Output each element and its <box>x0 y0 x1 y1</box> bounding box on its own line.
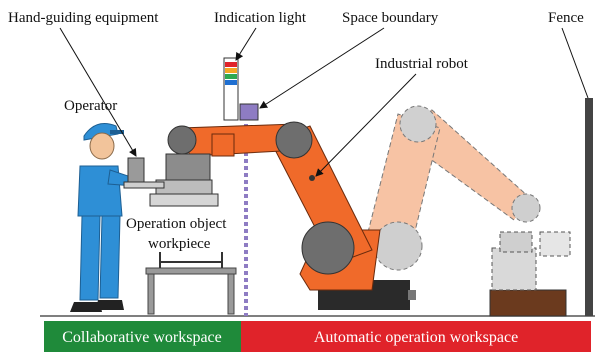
joint-wrist <box>167 125 197 155</box>
label-operation-object-line1: Operation object <box>126 216 227 232</box>
arrow-indication-light <box>235 27 257 61</box>
zone-collaborative <box>44 321 241 352</box>
zone-collaborative-label: Collaborative workspace <box>62 329 222 346</box>
label-hand-guiding: Hand-guiding equipment <box>8 10 159 26</box>
label-fence: Fence <box>548 10 584 26</box>
joint-shoulder <box>301 221 355 275</box>
zone-automatic-label: Automatic operation workspace <box>314 329 518 346</box>
arrow-hand-guiding <box>59 27 137 157</box>
label-space-boundary: Space boundary <box>342 10 439 26</box>
light-blue <box>225 80 237 85</box>
fence <box>585 98 593 316</box>
indication-light <box>223 57 239 121</box>
zone-automatic <box>241 321 591 352</box>
work-table <box>145 252 237 315</box>
space-boundary <box>239 103 259 316</box>
hand-guiding-equipment <box>123 157 165 189</box>
arrow-fence <box>561 27 589 99</box>
operator <box>70 123 135 312</box>
light-green <box>225 74 237 79</box>
label-industrial-robot: Industrial robot <box>375 56 469 72</box>
robot-ghost <box>363 105 571 317</box>
leader-arrows <box>59 27 589 177</box>
label-indication-light: Indication light <box>214 10 307 26</box>
light-orange <box>225 68 237 73</box>
label-operation-object-line2: workpiece <box>148 236 211 252</box>
arrow-space-boundary <box>259 27 385 109</box>
industrial-robot <box>149 121 416 310</box>
arrow-industrial-robot <box>315 73 417 177</box>
joint-elbow <box>275 121 313 159</box>
light-red <box>225 62 237 67</box>
